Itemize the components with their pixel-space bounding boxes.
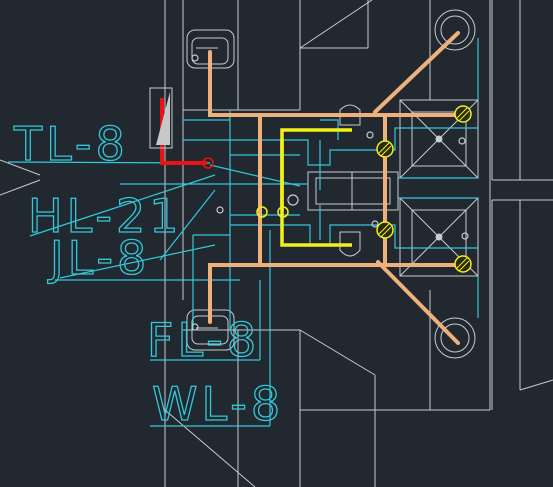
label-hl[interactable]: HL-21 — [27, 188, 183, 243]
label-wl[interactable]: WL-8 — [151, 376, 284, 431]
floor-drain-icon[interactable] — [454, 255, 472, 273]
vent-pipes-yellow — [280, 128, 352, 247]
riser-pipe-red — [160, 98, 207, 165]
floor-drain-icon[interactable] — [376, 140, 394, 158]
toilet-icon — [434, 9, 476, 359]
riser-icon[interactable] — [256, 206, 289, 218]
drain-pipes-orange — [208, 31, 465, 345]
label-tl[interactable]: TL-8 — [12, 116, 129, 171]
label-fl[interactable]: FL-8 — [146, 312, 260, 367]
label-jl[interactable]: JL-8 — [46, 230, 150, 285]
riser-tag — [149, 87, 173, 149]
cyan-leader-lines — [7, 38, 479, 427]
riser-icon[interactable] — [191, 54, 469, 331]
floor-drain-icon[interactable] — [376, 221, 394, 239]
sink-icon — [339, 104, 361, 257]
riser-icon[interactable] — [202, 157, 214, 169]
floor-drain-icon[interactable] — [454, 105, 472, 123]
